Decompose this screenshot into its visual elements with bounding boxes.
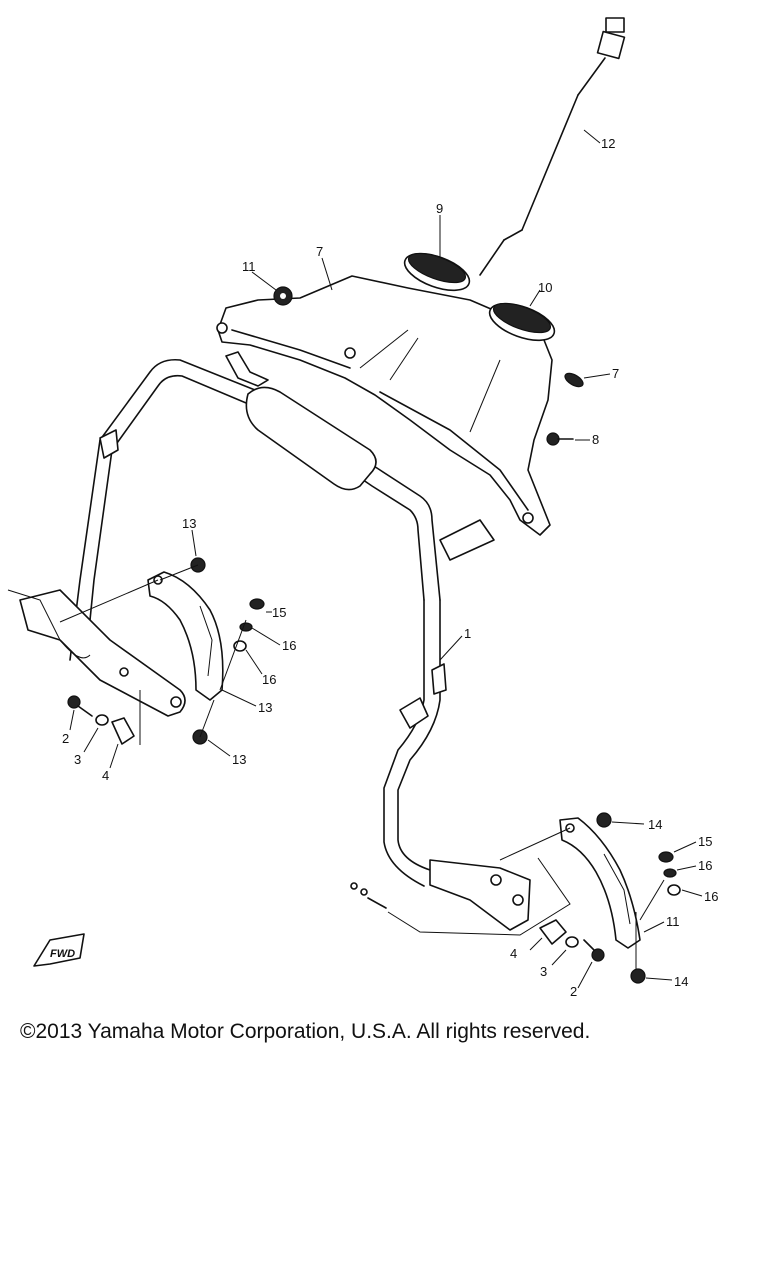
callout-7-left: 9 [436,201,443,216]
washer-part-14-right [658,851,674,863]
callout-8: 11 [242,259,256,274]
plate-part-4-left [111,717,135,745]
nut-part-13-lower-right [630,968,646,984]
callout-labels: 12 9 10 7 11 7 8 1 13 15 16 16 13 13 2 3… [62,136,718,999]
parts-exploded-diagram: FWD 12 9 10 7 11 7 8 1 13 15 16 16 13 13… [7,17,718,999]
callout-4-right: 4 [510,946,517,961]
callout-14-left: 15 [272,605,286,620]
callout-10: 12 [601,136,615,151]
plate-part-4-right [539,919,567,945]
callout-3-right: 3 [540,964,547,979]
screw-part-9 [546,432,574,446]
washer-part-15-right [663,868,677,878]
meter-part-7-right [488,302,556,342]
fwd-arrow-icon: FWD [33,933,85,967]
callout-13-upper-right: 14 [648,817,662,832]
spacer-part-16-right [667,884,681,896]
cable-part-10 [479,17,626,276]
nut-part-13-upper-right [596,812,612,828]
bracket-part-11 [559,817,641,949]
callout-2-left: 2 [62,731,69,746]
callout-7-right: 10 [538,280,552,295]
washer-part-14-left [249,598,265,610]
grommet-part-8 [273,286,293,306]
callout-13-lower-right: 14 [674,974,688,989]
callout-15-left: 16 [282,638,296,653]
meter-housing-part-5 [216,275,553,536]
callout-13-lower-left: 13 [232,752,246,767]
callout-9: 8 [592,432,599,447]
bolt-loose-right [350,882,387,909]
bolt-part-2-left [67,695,93,717]
fwd-label: FWD [50,948,75,960]
callout-12: 13 [258,700,272,715]
callout-16-right: 16 [704,889,718,904]
callout-14-right: 15 [698,834,712,849]
callout-1: 1 [464,626,471,641]
bolt-part-2-right [583,939,605,962]
meter-part-7-left [403,252,471,292]
callout-5: 7 [316,244,323,259]
washer-part-3-right [565,936,579,948]
washer-part-3-left [95,714,109,726]
assembly-guide-lines [59,564,665,970]
spacer-part-16-left [233,640,247,652]
leader-lines [69,129,703,989]
callout-15-right: 16 [698,858,712,873]
callout-3-left: 3 [74,752,81,767]
callout-4-left: 4 [102,768,109,783]
bracket-part-12 [147,571,224,701]
callout-11: 11 [666,914,680,929]
washer-part-15-left [239,622,253,632]
callout-6: 7 [612,366,619,381]
bulb-part-6 [564,372,584,388]
callout-2-right: 2 [570,984,577,999]
callout-16-left: 16 [262,672,276,687]
callout-13-upper-left: 13 [182,516,196,531]
copyright-notice: ©2013 Yamaha Motor Corporation, U.S.A. A… [20,1020,591,1043]
